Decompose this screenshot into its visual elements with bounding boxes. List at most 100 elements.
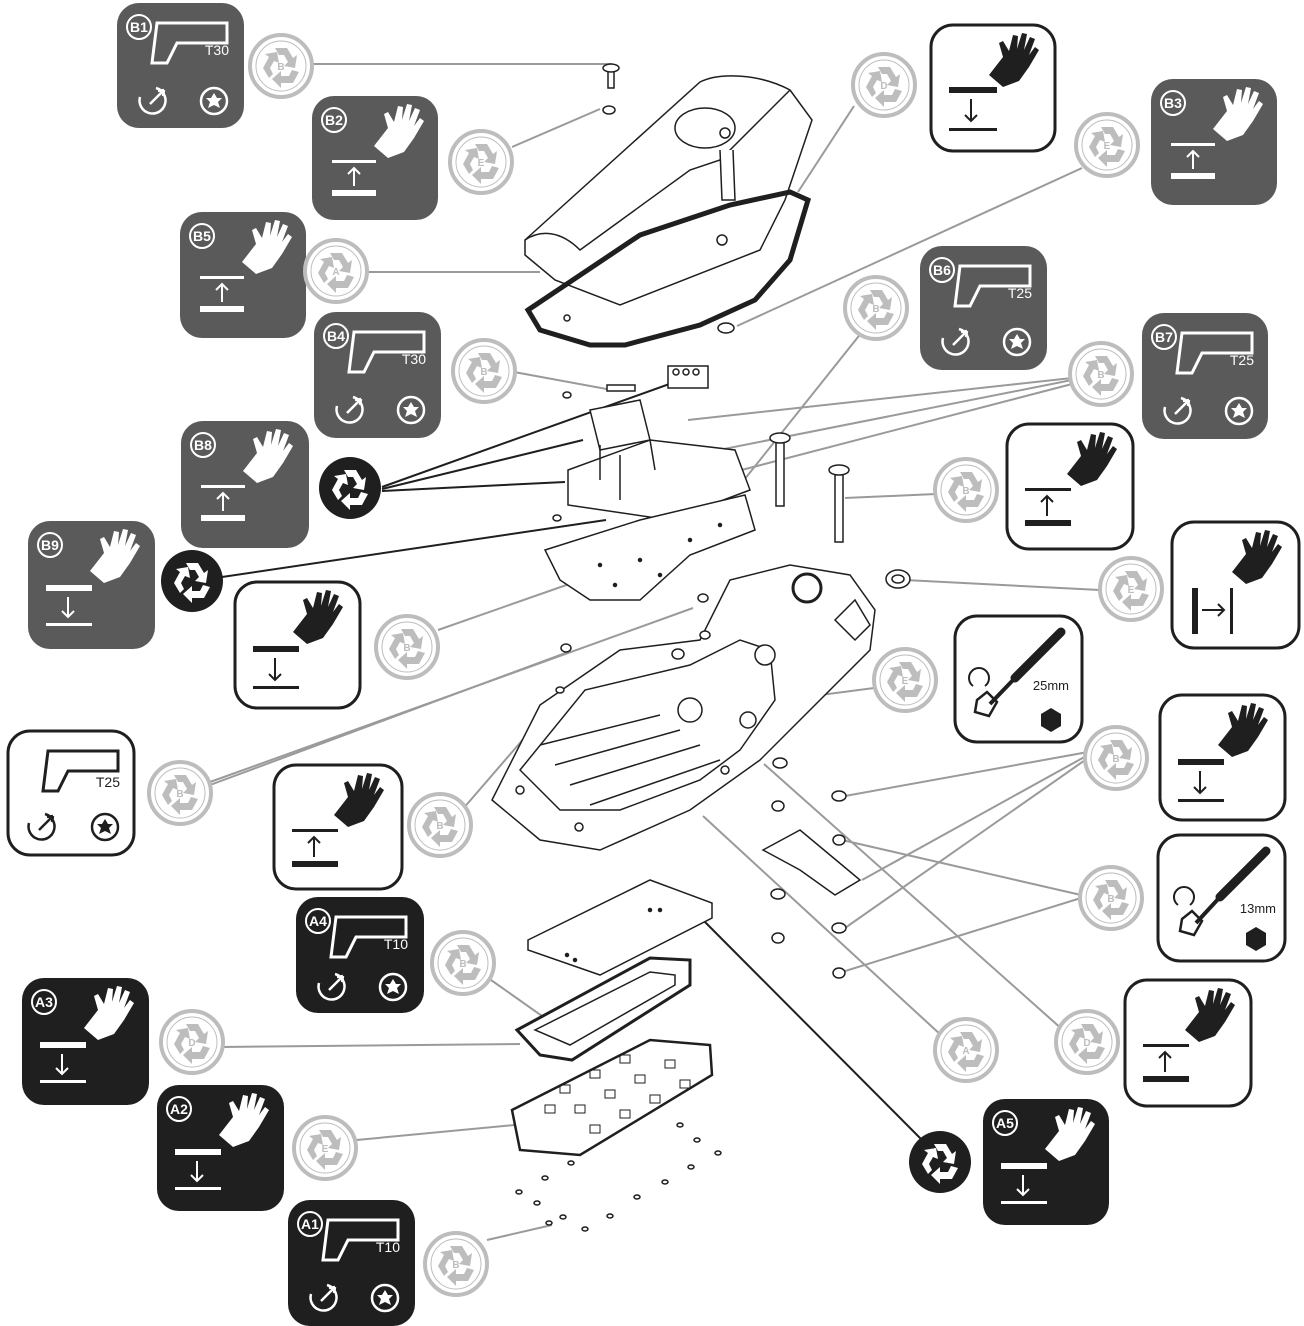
hazard-recycle-icon: 2 xyxy=(161,550,223,612)
svg-text:T25: T25 xyxy=(1230,352,1254,368)
svg-text:B4: B4 xyxy=(327,328,345,344)
panel-b7: B7 T25 xyxy=(1142,313,1268,439)
panel-b9: B9 xyxy=(28,521,155,649)
svg-text:E: E xyxy=(902,676,909,687)
svg-text:B: B xyxy=(1097,370,1104,381)
panel-b8: B8 xyxy=(181,421,309,548)
svg-text:T30: T30 xyxy=(402,351,426,367)
step-label: B1 xyxy=(130,19,148,35)
recycle-icon: B xyxy=(451,338,517,404)
recycle-icon: A xyxy=(303,238,369,304)
recycle-icon: B xyxy=(933,457,999,523)
recycle-icon: B xyxy=(407,792,473,858)
svg-text:E: E xyxy=(478,158,485,169)
svg-text:D: D xyxy=(188,1038,195,1049)
white-panel-wrench-13: 13mm xyxy=(1156,833,1287,963)
recycle-icon: B xyxy=(843,275,909,341)
svg-text:B5: B5 xyxy=(193,228,211,244)
driver-module xyxy=(567,399,751,521)
recycle-icon: B xyxy=(147,760,213,826)
white-panel-lower-top xyxy=(929,23,1057,153)
white-panel-lift-right xyxy=(1005,422,1135,551)
svg-text:B: B xyxy=(436,821,443,832)
hazard-leader-lines xyxy=(221,381,923,1141)
white-panel-lower-right xyxy=(1158,693,1287,822)
svg-text:T10: T10 xyxy=(376,1239,400,1255)
white-panel-torx: T25 xyxy=(6,729,136,857)
white-panel-wrench-25: 25mm xyxy=(953,614,1084,744)
panel-a5: A5 xyxy=(983,1099,1109,1225)
svg-text:A3: A3 xyxy=(35,994,53,1010)
recycle-icon: B xyxy=(423,1231,489,1297)
svg-text:B8: B8 xyxy=(194,437,212,453)
recycle-symbols: B E D E A B B B 3 2 B E B E B B B B B D … xyxy=(147,33,1164,1297)
panel-a2: A2 xyxy=(157,1085,284,1211)
recycle-icon: B xyxy=(248,33,314,99)
recycle-icon: E xyxy=(872,647,938,713)
panel-b4: B4 T30 xyxy=(314,312,441,438)
svg-text:13mm: 13mm xyxy=(1240,901,1276,916)
terminal-block xyxy=(667,365,709,389)
svg-text:T10: T10 xyxy=(384,936,408,952)
panel-b2: B2 xyxy=(312,96,438,220)
svg-text:3: 3 xyxy=(347,484,353,495)
svg-text:B: B xyxy=(872,304,879,315)
cover-screw xyxy=(602,63,620,89)
white-panel-lift-mid xyxy=(272,763,404,891)
white-panel-lift-bottom xyxy=(1123,978,1253,1108)
recycle-icon: B xyxy=(1068,341,1134,407)
svg-text:B7: B7 xyxy=(1155,329,1173,345)
washers-and-nuts xyxy=(770,757,847,979)
mounting-bolts xyxy=(769,432,850,543)
wrench-icon xyxy=(973,690,999,718)
cover-seal xyxy=(524,189,812,348)
top-cover xyxy=(524,75,813,306)
svg-text:B9: B9 xyxy=(41,537,59,553)
recycle-icon: E xyxy=(292,1115,358,1181)
led-screws xyxy=(515,1122,722,1232)
hazard-recycle-icon: 3 xyxy=(319,457,381,519)
pcb-board xyxy=(543,494,756,601)
hazard-recycle-icon: 1 xyxy=(909,1131,971,1193)
recycle-icon: D xyxy=(159,1009,225,1075)
svg-text:B: B xyxy=(1112,754,1119,765)
svg-text:E: E xyxy=(1128,585,1135,596)
panel-a3: A3 xyxy=(22,978,149,1105)
svg-text:B: B xyxy=(459,959,466,970)
svg-text:1: 1 xyxy=(937,1158,943,1169)
panel-b3: B3 xyxy=(1151,79,1277,205)
white-panel-slide xyxy=(1170,520,1301,650)
panel-b6: B6 T25 xyxy=(920,246,1047,370)
recycle-icon: E xyxy=(1074,112,1140,178)
svg-text:D: D xyxy=(1083,1038,1090,1049)
bracket-plate xyxy=(761,829,862,896)
cover-washer xyxy=(602,105,616,115)
svg-text:2: 2 xyxy=(189,577,195,588)
exploded-parts xyxy=(491,63,911,1232)
white-panel-lower-left xyxy=(233,580,362,710)
recycle-icon: B xyxy=(430,930,496,996)
svg-text:25mm: 25mm xyxy=(1033,678,1069,693)
svg-text:A: A xyxy=(332,267,339,278)
tool-size: T30 xyxy=(205,42,229,58)
svg-text:B: B xyxy=(962,486,969,497)
panel-a4: A4 T10 xyxy=(296,897,424,1013)
svg-text:B: B xyxy=(277,62,284,73)
svg-text:A1: A1 xyxy=(301,1216,319,1232)
svg-text:T25: T25 xyxy=(1008,285,1032,301)
lens-gasket xyxy=(514,956,692,1062)
protective-glass xyxy=(527,879,713,976)
svg-text:A2: A2 xyxy=(170,1101,188,1117)
luminaire-body xyxy=(491,564,876,851)
svg-text:A5: A5 xyxy=(996,1115,1014,1131)
svg-text:A4: A4 xyxy=(309,913,327,929)
svg-text:B3: B3 xyxy=(1164,95,1182,111)
panel-b1: B1 T30 xyxy=(117,3,244,128)
svg-text:B: B xyxy=(176,789,183,800)
recycle-icon: D xyxy=(851,52,917,118)
svg-text:A: A xyxy=(962,1046,969,1057)
svg-text:B: B xyxy=(480,367,487,378)
panel-b5: B5 xyxy=(180,212,306,338)
svg-text:T25: T25 xyxy=(96,774,120,790)
